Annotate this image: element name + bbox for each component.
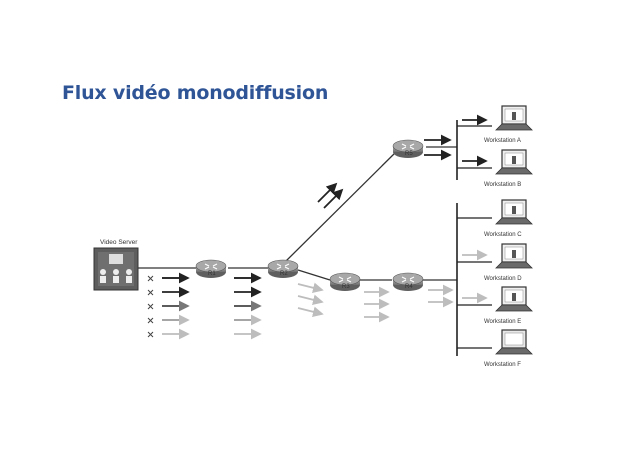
- link-r2-r5: [284, 149, 399, 263]
- workstation-f-label: Workstation F: [484, 362, 521, 368]
- stream-arrows-r4-lan: [428, 284, 454, 308]
- router-r1-label: R1: [208, 271, 216, 277]
- stream-arrows-r2-r3: [297, 282, 324, 318]
- workstation-a-label: Workstation A: [484, 138, 521, 144]
- video-server: Video Server: [93, 239, 139, 291]
- router-r2: R2: [267, 259, 299, 278]
- workstation-c-label: Workstation C: [484, 232, 522, 238]
- router-r5: R5: [392, 139, 424, 158]
- router-r5-label: R5: [405, 151, 413, 157]
- workstation-e: Workstation E: [484, 286, 533, 325]
- workstation-e-label: Workstation E: [484, 319, 521, 325]
- router-r3-label: R3: [342, 284, 350, 290]
- router-r1: R1: [195, 259, 227, 278]
- lan-drops: [457, 125, 492, 349]
- router-r3: R3: [329, 272, 361, 291]
- slide-title: Flux vidéo monodiffusion: [62, 82, 329, 104]
- workstation-f: Workstation F: [484, 329, 533, 368]
- stream-arrows-r5-lan: [424, 134, 452, 161]
- router-r4: R4: [392, 272, 424, 291]
- workstation-b-label: Workstation B: [484, 182, 521, 188]
- video-server-label: Video Server: [100, 239, 138, 246]
- workstation-b: Workstation B: [484, 149, 533, 188]
- stream-arrows-lan-workstations: [462, 114, 488, 304]
- stream-arrows-r2-r5: [317, 182, 344, 209]
- workstation-d: Workstation D: [484, 243, 533, 282]
- router-r4-label: R4: [405, 284, 413, 290]
- link-r2-r3: [297, 269, 331, 281]
- workstation-c: Workstation C: [484, 199, 533, 238]
- links: [138, 146, 457, 281]
- packet-marks: [147, 275, 154, 338]
- stream-arrows-r1-r2: [234, 272, 262, 340]
- stream-arrows-server-r1: [162, 272, 190, 340]
- stream-arrows-r3-r4: [364, 286, 390, 323]
- workstation-a: Workstation A: [484, 105, 533, 144]
- router-r2-label: R2: [280, 271, 288, 277]
- workstation-d-label: Workstation D: [484, 276, 522, 282]
